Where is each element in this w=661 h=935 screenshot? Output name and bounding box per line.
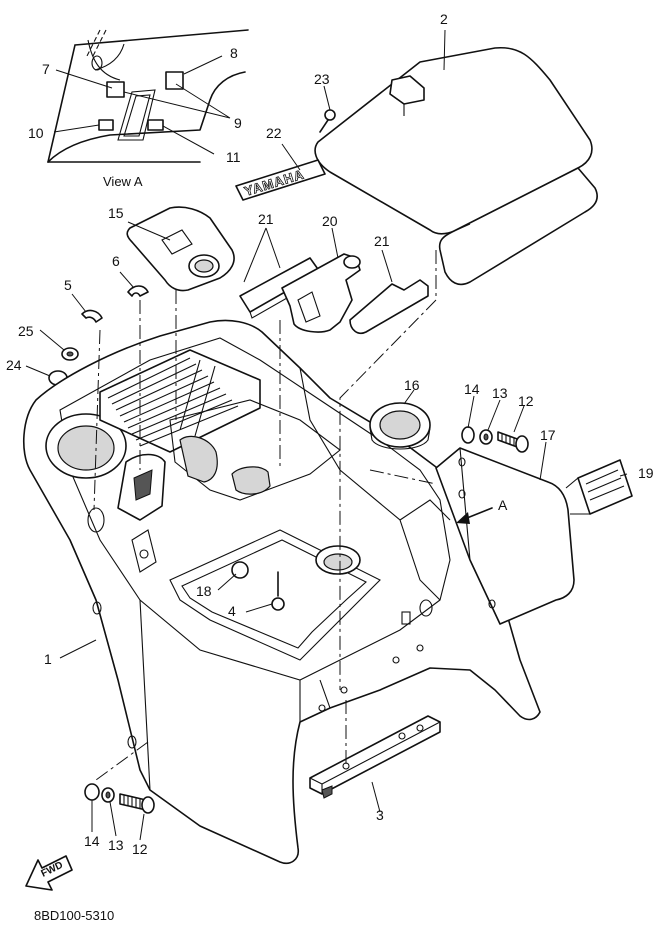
part-22-emblem: YAMAHA bbox=[235, 159, 326, 201]
part-20-bracket bbox=[281, 253, 361, 333]
view-a-pad-7 bbox=[106, 81, 125, 98]
callout-22: 22 bbox=[266, 125, 282, 141]
callout-19: 19 bbox=[638, 465, 654, 481]
callout-21-left: 21 bbox=[258, 211, 274, 227]
callouts: 7 8 9 10 11 2 23 22 15 21 20 21 6 5 25 2… bbox=[6, 11, 654, 857]
view-a-arrow: A bbox=[456, 497, 508, 524]
callout-9: 9 bbox=[234, 115, 242, 131]
callout-5: 5 bbox=[64, 277, 72, 293]
callout-17: 17 bbox=[540, 427, 556, 443]
fastener-set-upper bbox=[461, 426, 529, 453]
callout-16: 16 bbox=[404, 377, 420, 393]
callout-21-right: 21 bbox=[374, 233, 390, 249]
callout-8: 8 bbox=[230, 45, 238, 61]
part-21-right-pad bbox=[349, 279, 429, 335]
assembly-lines bbox=[93, 250, 437, 781]
part-1-console bbox=[22, 319, 541, 864]
callout-24: 24 bbox=[6, 357, 22, 373]
callout-12-upper: 12 bbox=[518, 393, 534, 409]
callout-23: 23 bbox=[314, 71, 330, 87]
view-a-pad-10 bbox=[98, 119, 114, 131]
callout-10: 10 bbox=[28, 125, 44, 141]
part-15-bracket bbox=[126, 206, 235, 292]
arrow-a-label: A bbox=[498, 497, 508, 513]
callout-13-upper: 13 bbox=[492, 385, 508, 401]
view-a-inset: View A bbox=[47, 29, 249, 189]
callout-1: 1 bbox=[44, 651, 52, 667]
fwd-arrow: FWD bbox=[25, 855, 73, 891]
part-2-lid bbox=[314, 46, 598, 286]
part-3-plate bbox=[309, 715, 441, 799]
callout-20: 20 bbox=[322, 213, 338, 229]
callout-18: 18 bbox=[196, 583, 212, 599]
callout-2: 2 bbox=[440, 11, 448, 27]
part-14-washer-upper bbox=[461, 426, 475, 444]
part-14-washer-lower bbox=[84, 783, 100, 801]
part-16-grommet bbox=[369, 402, 431, 450]
part-23-screw bbox=[319, 109, 336, 133]
part-6-clip bbox=[127, 285, 149, 297]
callout-4: 4 bbox=[228, 603, 236, 619]
view-a-pad-11 bbox=[147, 119, 164, 131]
view-a-label: View A bbox=[103, 174, 143, 189]
view-a-pad-8 bbox=[165, 71, 184, 90]
callout-7: 7 bbox=[42, 61, 50, 77]
emblem-text: YAMAHA bbox=[242, 166, 306, 198]
callout-11: 11 bbox=[226, 149, 241, 165]
drawing-code: 8BD100-5310 bbox=[34, 908, 114, 923]
callout-15: 15 bbox=[108, 205, 124, 221]
fastener-set-lower bbox=[84, 783, 155, 814]
callout-14-lower: 14 bbox=[84, 833, 100, 849]
callout-25: 25 bbox=[18, 323, 34, 339]
leader-lines bbox=[25, 29, 628, 841]
part-17-side-panel bbox=[435, 447, 575, 625]
part-5-clip bbox=[81, 309, 103, 323]
callout-12-lower: 12 bbox=[132, 841, 148, 857]
part-19-label bbox=[565, 459, 633, 515]
part-25-nut bbox=[61, 347, 79, 361]
callout-3: 3 bbox=[376, 807, 384, 823]
callout-6: 6 bbox=[112, 253, 120, 269]
callout-13-lower: 13 bbox=[108, 837, 124, 853]
callout-14-upper: 14 bbox=[464, 381, 480, 397]
